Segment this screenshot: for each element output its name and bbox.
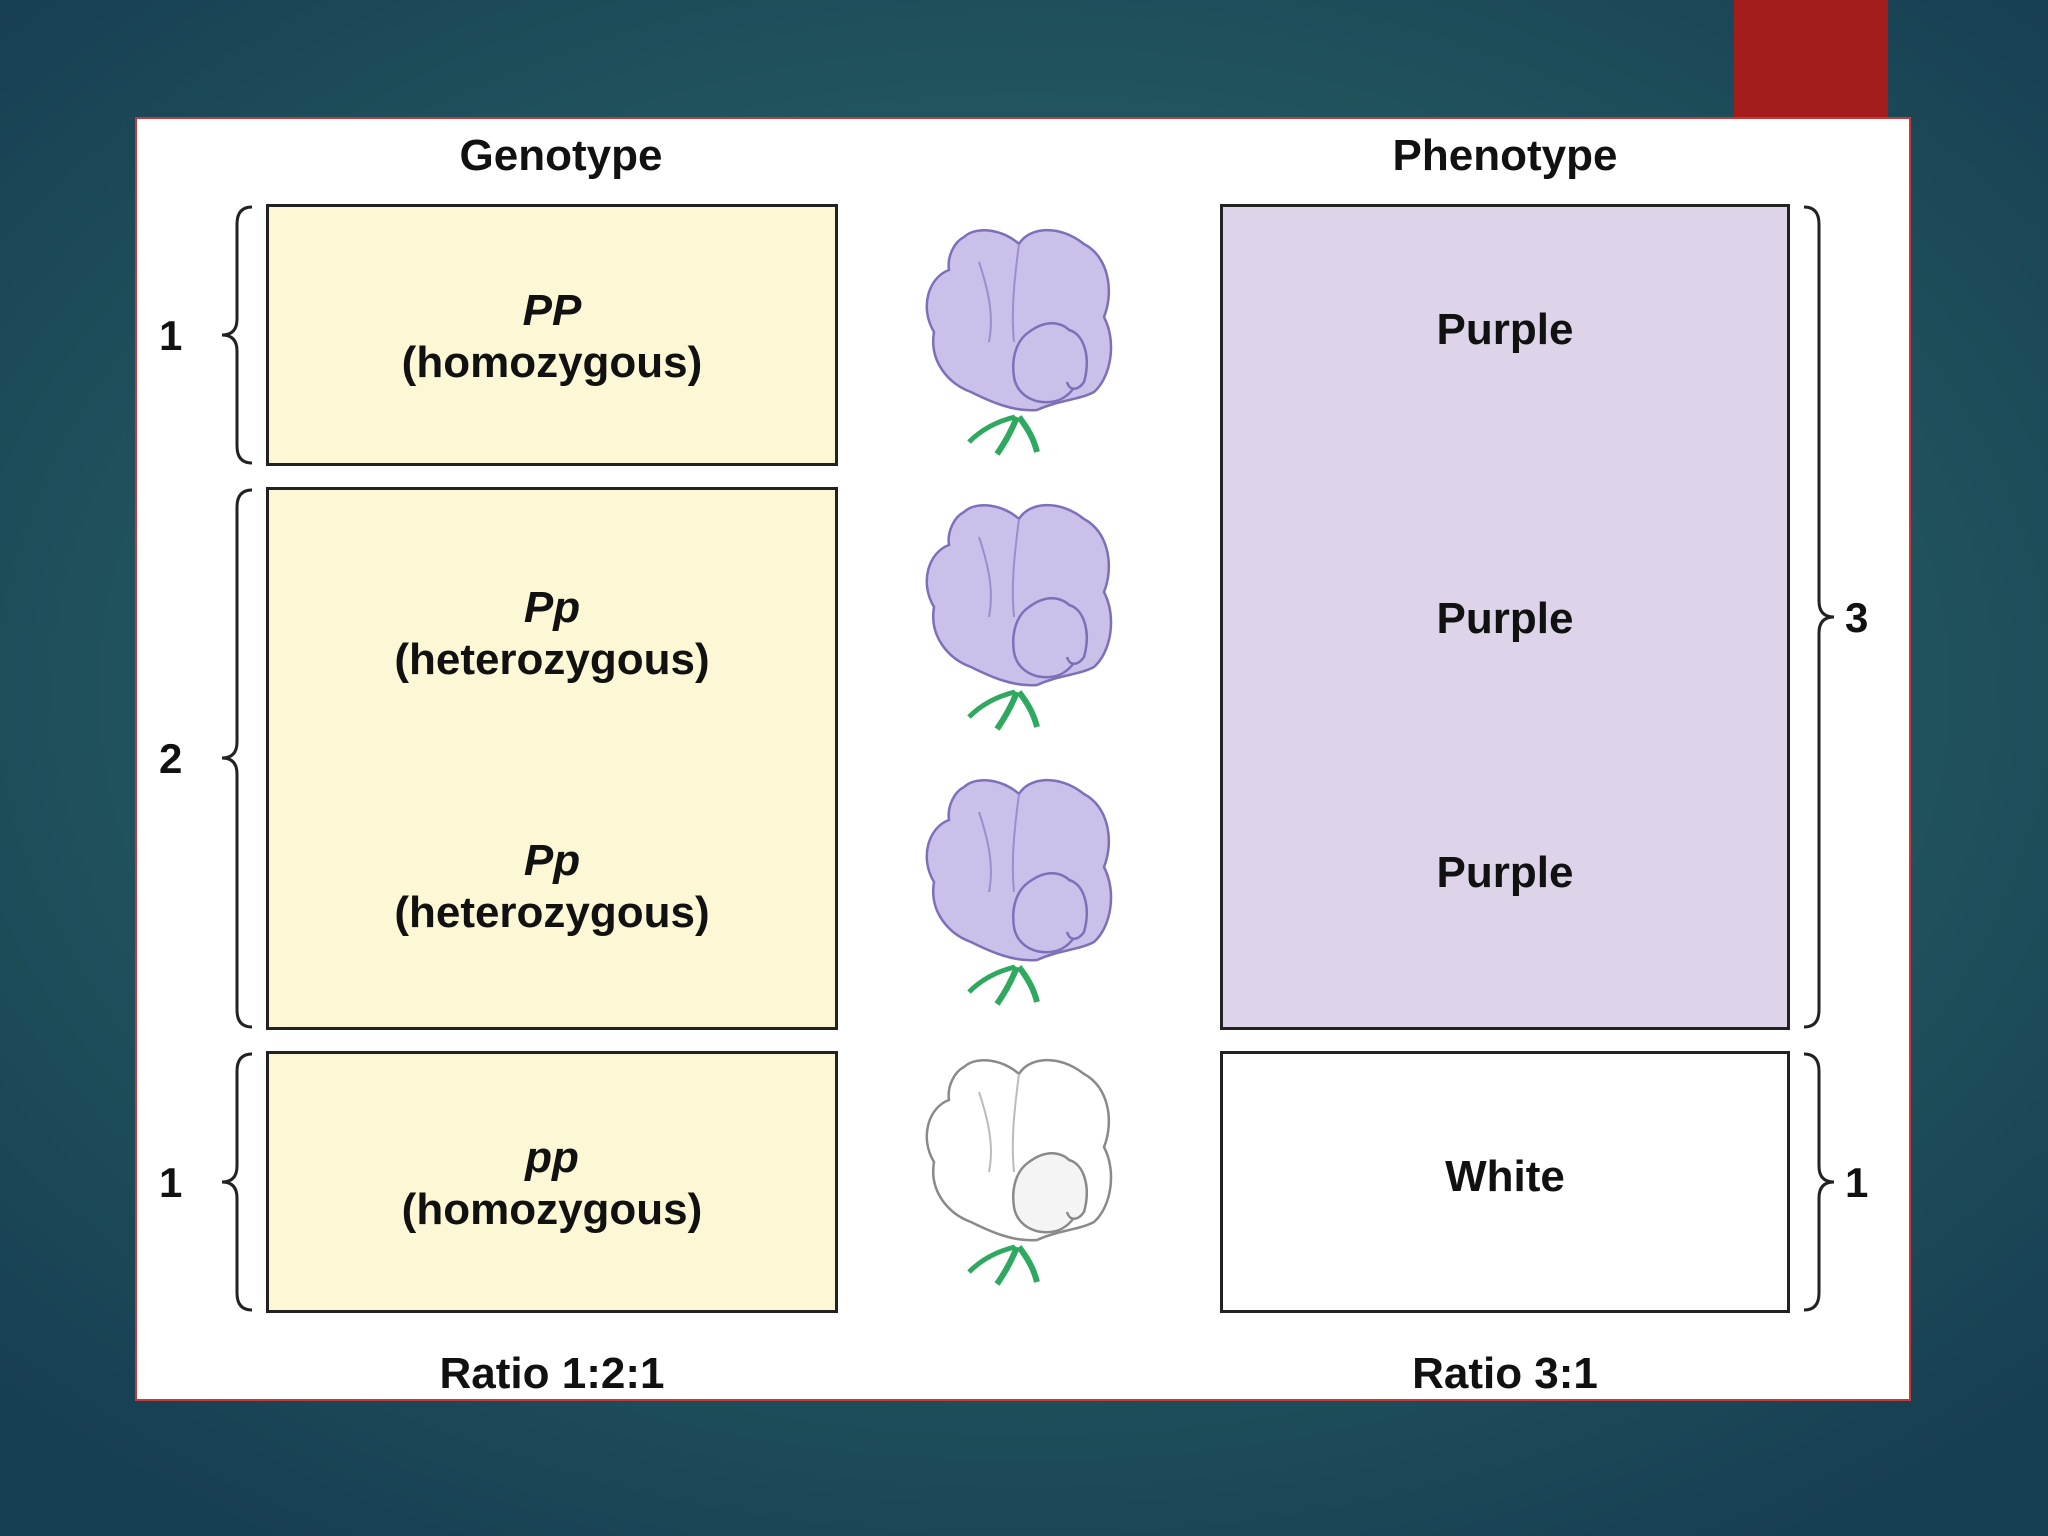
phenotype-label: White [1445, 1152, 1565, 1201]
count-left-2: 2 [159, 735, 183, 782]
genotype-ratio: Ratio 1:2:1 [439, 1349, 665, 1398]
right-brace-3 [1803, 205, 1835, 1029]
genotype-label: (heterozygous) [394, 888, 710, 937]
genotype-box-pp-recessive: pp (homozygous) [266, 1051, 838, 1313]
phenotype-label: Purple [1436, 305, 1574, 354]
genotype-symbol: pp [525, 1133, 579, 1182]
count-left-1: 1 [159, 312, 183, 359]
right-brace-1 [1803, 1052, 1835, 1312]
count-right-1: 1 [1845, 1159, 1869, 1206]
diagram-panel: Genotype Phenotype PP (homozygous) Pp (h… [135, 117, 1911, 1401]
phenotype-header: Phenotype [1392, 131, 1618, 180]
genotype-label: (heterozygous) [394, 635, 710, 684]
purple-flower-icon [925, 778, 1113, 1006]
count-right-3: 3 [1845, 594, 1869, 641]
genotype-symbol: Pp [523, 836, 581, 885]
genotype-box-pp-homozygous: PP (homozygous) [266, 204, 838, 466]
left-brace-2 [221, 488, 253, 1029]
purple-flower-icon [925, 228, 1113, 456]
genotype-box-pp-heterozygous-group: Pp (heterozygous) Pp (heterozygous) [266, 487, 838, 1030]
purple-flower-icon [925, 503, 1113, 731]
phenotype-label: Purple [1436, 594, 1574, 643]
left-brace-1 [221, 205, 253, 465]
phenotype-box-purple: Purple Purple Purple [1220, 204, 1790, 1030]
count-left-3: 1 [159, 1159, 183, 1206]
genotype-symbol: Pp [523, 583, 581, 632]
phenotype-box-white: White [1220, 1051, 1790, 1313]
left-brace-3 [221, 1052, 253, 1312]
phenotype-label: Purple [1436, 848, 1574, 897]
white-flower-icon [925, 1058, 1113, 1286]
red-accent-block [1734, 0, 1888, 122]
genotype-header: Genotype [459, 131, 663, 180]
phenotype-ratio: Ratio 3:1 [1412, 1349, 1598, 1398]
genotype-symbol: PP [522, 286, 582, 335]
genotype-label: (homozygous) [401, 1185, 703, 1234]
genotype-label: (homozygous) [401, 338, 703, 387]
